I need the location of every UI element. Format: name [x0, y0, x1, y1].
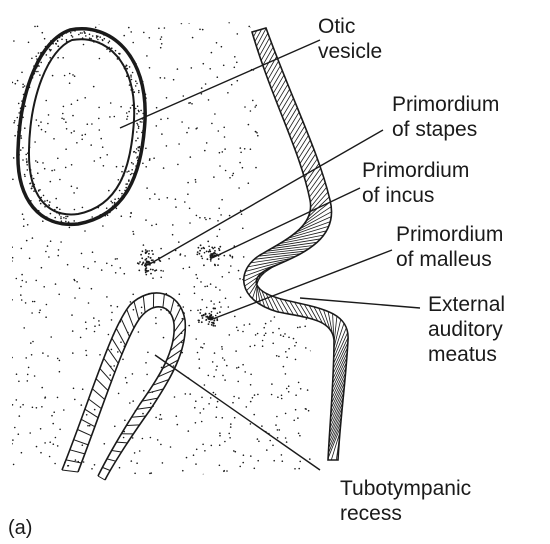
- leader-meatus: [300, 298, 420, 308]
- leader-stapes: [148, 130, 383, 265]
- tubotympanic-recess: [62, 293, 185, 480]
- otic-vesicle-inner: [29, 39, 134, 214]
- leader-tubotympanic: [155, 355, 320, 470]
- ossicle-condensation-dots: [137, 241, 221, 327]
- panel-label: (a): [8, 516, 32, 541]
